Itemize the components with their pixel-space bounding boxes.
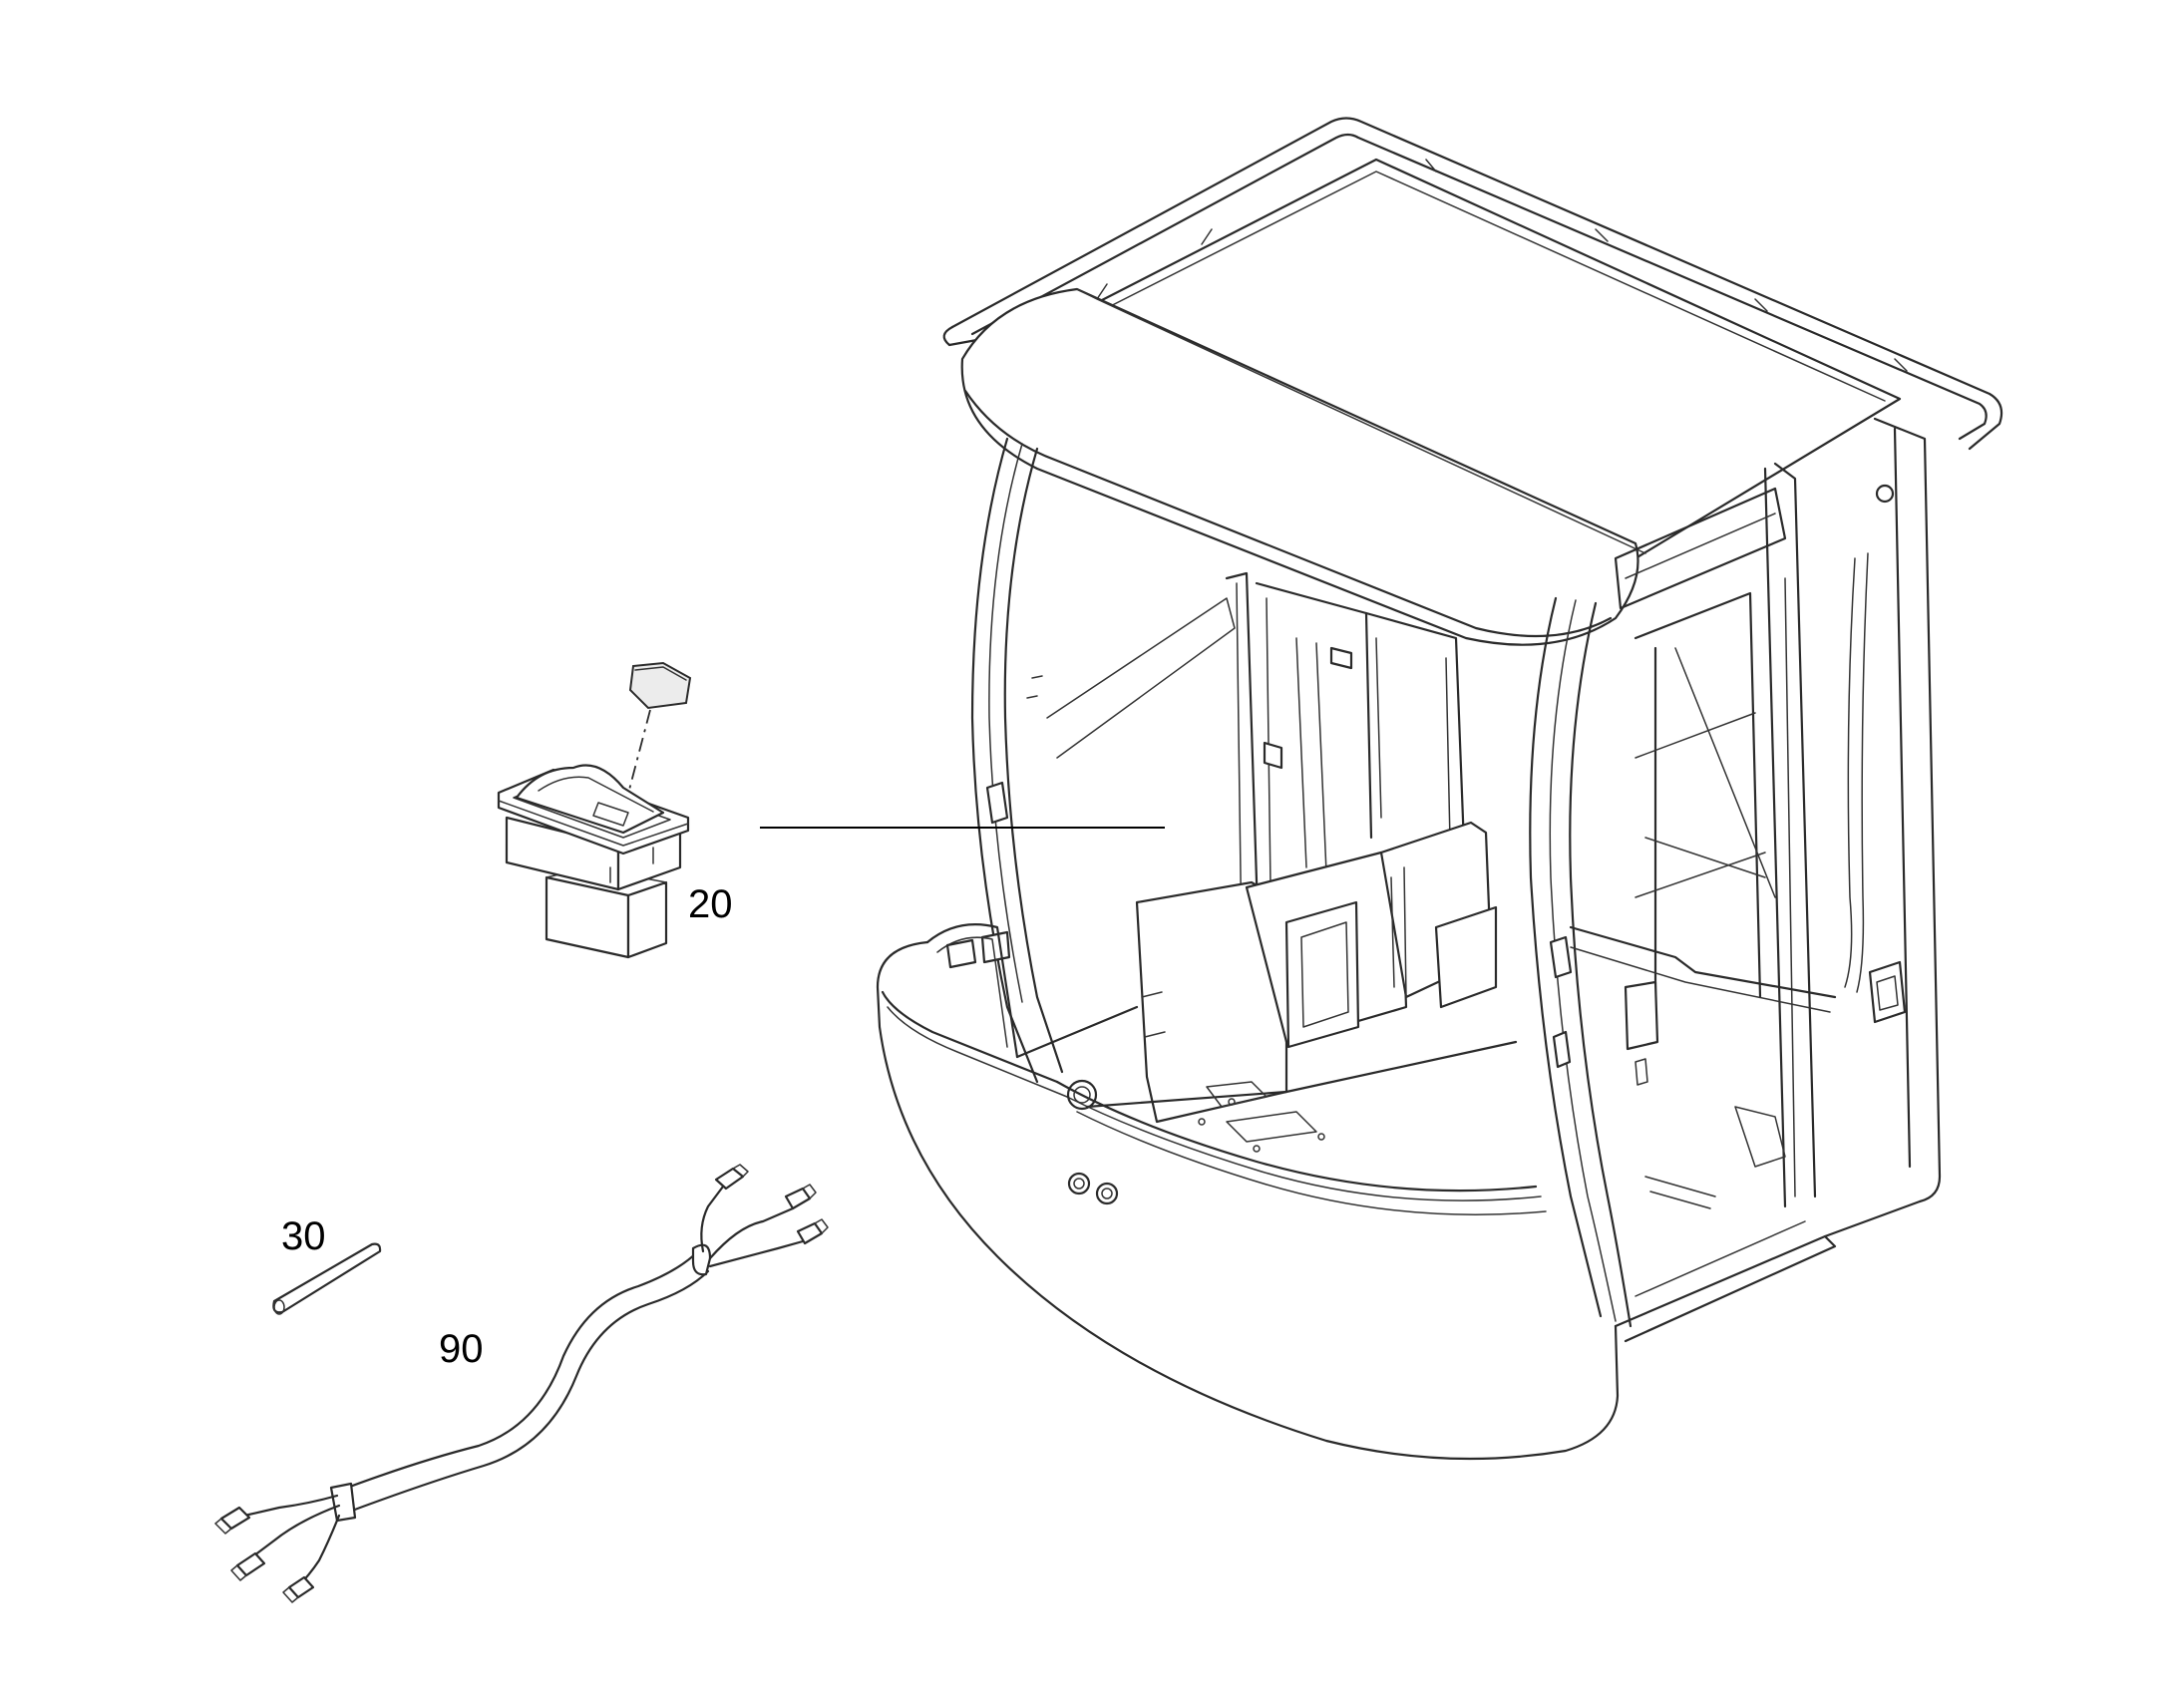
rear-frame (1763, 417, 1942, 1238)
rocker-switch (497, 661, 692, 959)
callout-90: 90 (439, 1327, 484, 1371)
cab-lower-tub (876, 923, 1620, 1461)
right-floor-members (1569, 925, 1837, 1343)
rear-interior-frame (1614, 487, 1796, 1197)
callout-20: 20 (688, 882, 733, 926)
wiring-harness (214, 1164, 829, 1603)
callout-30: 30 (281, 1214, 326, 1258)
cab-floor (1015, 1005, 1518, 1153)
roof-guard-rail (942, 117, 2003, 451)
front-left-pillar (970, 437, 1064, 1084)
seat-console-box (1135, 821, 1498, 1124)
pin (272, 1242, 382, 1315)
operator-cab (876, 117, 2003, 1461)
front-right-door-frame (1529, 596, 1633, 1328)
front-visor (960, 287, 1646, 646)
